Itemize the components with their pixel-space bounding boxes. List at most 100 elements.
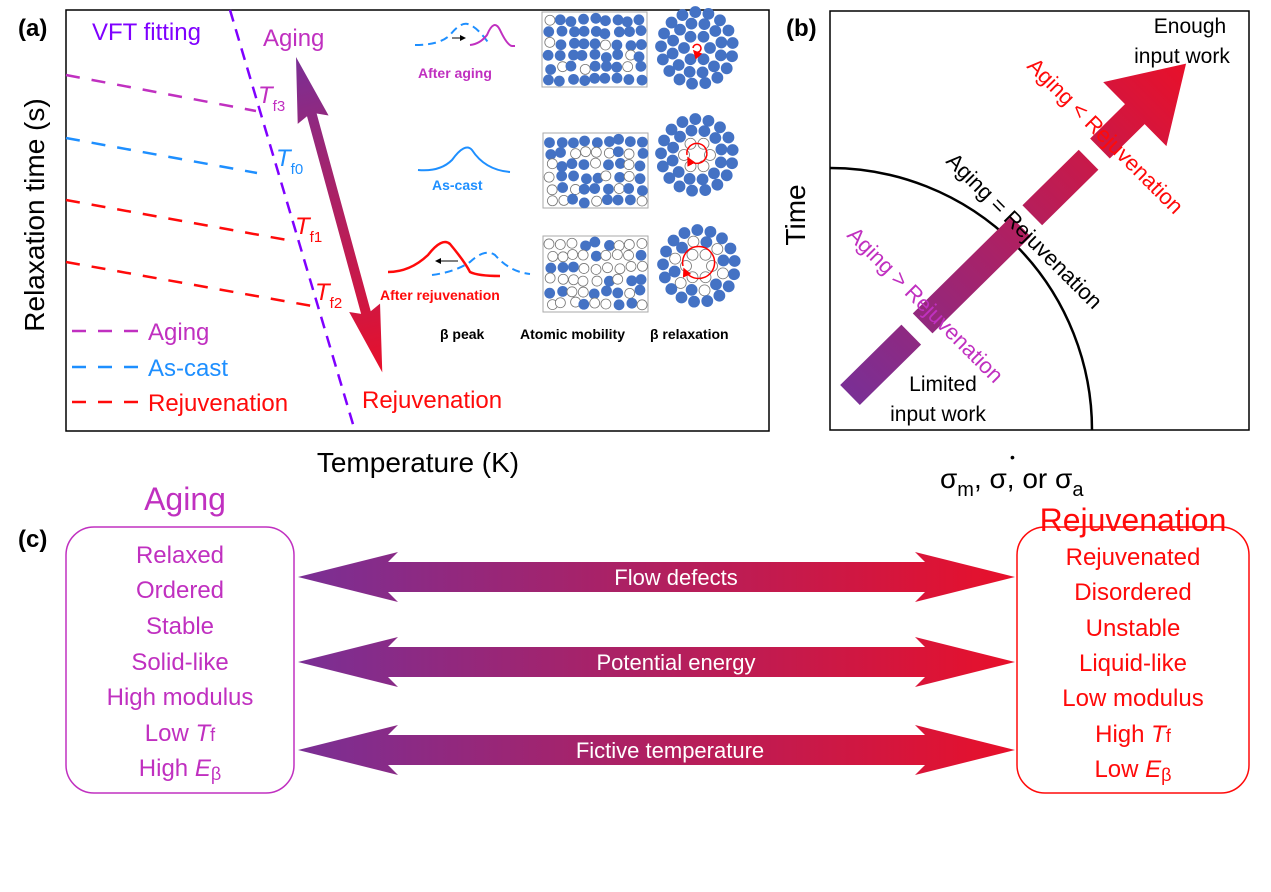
vft-fitting-line — [228, 9, 357, 432]
atom — [678, 227, 691, 239]
atom — [689, 6, 702, 18]
atom — [555, 147, 566, 158]
atom — [722, 24, 735, 37]
atom — [567, 249, 578, 260]
atom — [568, 73, 579, 85]
atom — [667, 34, 680, 47]
atom — [686, 77, 698, 90]
atom — [601, 60, 612, 72]
atom — [635, 39, 647, 50]
atom — [655, 147, 667, 160]
atom — [665, 283, 678, 295]
atom — [600, 170, 612, 182]
rejuvenation-property: Disordered — [1074, 579, 1191, 606]
atom — [544, 36, 556, 48]
atom — [699, 77, 712, 89]
atom — [601, 194, 613, 206]
column-beta-peak: β peak — [440, 326, 485, 342]
atom — [698, 125, 711, 138]
atom — [686, 248, 699, 261]
atom — [709, 25, 722, 37]
atom — [720, 169, 733, 182]
atom — [624, 194, 636, 206]
atom — [603, 183, 614, 195]
atom — [636, 299, 648, 311]
panel-a-label: (a) — [18, 15, 47, 42]
atom — [714, 14, 726, 27]
atom — [696, 66, 709, 79]
sigma-dot-mark: • — [1010, 449, 1015, 465]
atom — [728, 268, 740, 281]
atom — [557, 285, 569, 297]
atom — [591, 137, 603, 149]
atom — [698, 284, 711, 297]
beta-peak-after-rejuvenation — [387, 240, 531, 278]
atom — [590, 250, 602, 262]
atom — [637, 185, 648, 197]
atom — [673, 180, 686, 193]
atom — [710, 278, 722, 291]
atom — [691, 224, 704, 236]
atom — [635, 25, 647, 36]
atom — [589, 183, 601, 194]
atom — [580, 146, 592, 158]
atom — [665, 123, 678, 136]
rejuvenation-property: Unstable — [1086, 615, 1181, 642]
beta-relaxation-path — [686, 142, 708, 167]
atom — [546, 158, 558, 170]
atom — [715, 143, 728, 156]
atom — [600, 250, 612, 261]
state-after-rejuvenation: After rejuvenation — [380, 287, 500, 303]
atom — [589, 236, 601, 248]
atom — [544, 137, 555, 148]
atom — [722, 280, 735, 293]
atom — [706, 260, 718, 272]
atom — [722, 131, 735, 144]
atom — [656, 53, 669, 66]
atom — [626, 297, 638, 309]
tf2-label: Tf2 — [315, 279, 342, 312]
atom — [674, 277, 687, 289]
atom — [683, 65, 696, 78]
potential-energy-arrow: Potential energy — [298, 637, 1015, 687]
input-work-arrow — [840, 63, 1187, 405]
atom — [685, 283, 698, 296]
atom — [544, 272, 556, 284]
atom — [604, 239, 615, 251]
rejuvenation-line-2 — [65, 260, 313, 308]
atom — [658, 27, 670, 40]
atom — [666, 47, 679, 60]
atom — [636, 74, 648, 86]
flow-defects-label: Flow defects — [614, 565, 738, 590]
atom — [698, 18, 711, 31]
atom — [624, 26, 635, 38]
beta-relaxation-path — [692, 43, 703, 60]
atom — [683, 172, 696, 185]
panel-b-frame — [829, 10, 1250, 431]
atom — [623, 148, 635, 160]
atom — [603, 159, 614, 171]
atom — [542, 49, 554, 61]
atom — [614, 171, 626, 183]
atom — [715, 36, 728, 49]
fictive-temperature-arrow: Fictive temperature — [298, 725, 1015, 775]
atom — [665, 16, 678, 29]
atom — [697, 53, 710, 66]
atom — [612, 194, 624, 206]
atom — [613, 299, 625, 311]
mobility-box-ascast — [542, 132, 649, 209]
atom — [676, 116, 689, 128]
atom — [612, 146, 624, 158]
atom — [708, 167, 720, 180]
aging-property: Relaxed — [136, 542, 224, 569]
atom — [568, 137, 579, 149]
atom — [577, 286, 589, 298]
atom — [543, 74, 554, 86]
atom — [674, 23, 686, 36]
aging-line — [65, 73, 257, 113]
atom — [667, 234, 680, 247]
atom — [634, 160, 646, 172]
atom — [633, 51, 645, 63]
atom — [711, 243, 724, 255]
aging-label: Aging — [263, 25, 324, 52]
